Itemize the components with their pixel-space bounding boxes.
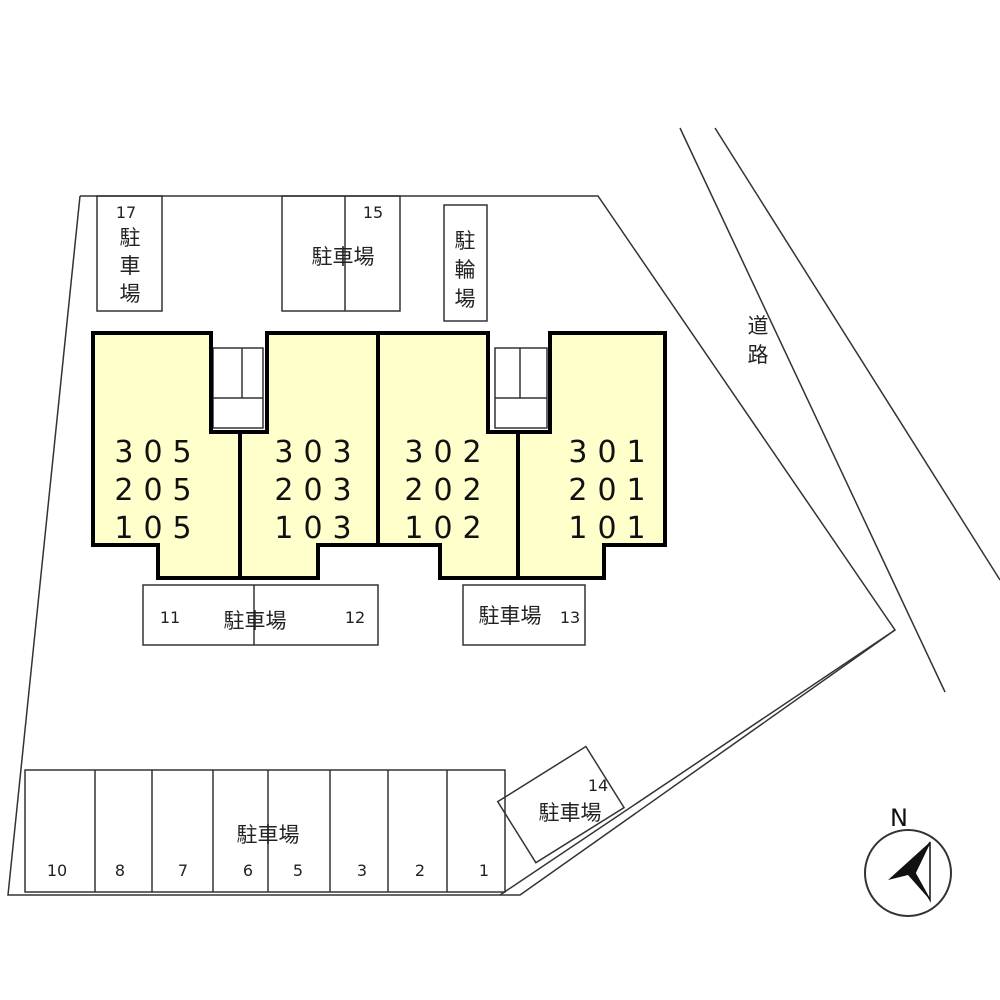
parking-14-box [496,745,626,864]
bicycle-parking [443,204,488,322]
unit-label: 303 [274,435,361,470]
parking-15 [281,195,401,312]
parking-17-number: 17 [116,203,136,222]
unit-label: 105 [114,511,201,546]
parking-bottom-number: 10 [47,861,67,880]
road-char-1: 道 [748,314,769,338]
parking-13-number: 13 [560,608,580,627]
building-305-units: 305 205 105 [114,435,201,546]
building-301 [516,331,667,580]
unit-label: 302 [404,435,491,470]
parking-14-number: 14 [588,776,608,795]
parking-11-number: 11 [160,608,180,627]
unit-label: 202 [404,473,491,508]
parking-17-char-3: 場 [120,282,141,306]
parking-17-char-2: 車 [120,254,141,278]
parking-13-label: 駐車場 [479,604,542,628]
unit-label: 103 [274,511,361,546]
unit-label: 102 [404,511,491,546]
north-compass: N [864,804,952,917]
unit-label: 301 [568,435,655,470]
parking-bottom-dividers [94,770,448,892]
unit-label: 203 [274,473,361,508]
parking-bottom-number: 2 [415,861,425,880]
bicycle-char-2: 輪 [455,258,476,282]
parking-15-label: 駐車場 [312,245,375,269]
road-edge-west [679,127,946,693]
parking-bottom-number: 5 [293,861,303,880]
unit-label: 101 [568,511,655,546]
parking-bottom-number: 6 [243,861,253,880]
parking-bottom-number: 8 [115,861,125,880]
parking-14-label: 駐車場 [539,801,602,825]
compass-north-label: N [890,804,908,832]
site-boundary [7,195,897,896]
building-302-units: 302 202 102 [404,435,491,546]
parking-17-char-1: 駐 [120,226,141,250]
building-301-units: 301 201 101 [568,435,655,546]
unit-label: 201 [568,473,655,508]
unit-label: 305 [114,435,201,470]
bicycle-char-3: 場 [455,287,476,311]
parking-bottom-label: 駐車場 [237,823,300,847]
road-edge-east [714,127,1000,581]
stairwell-left [212,347,264,429]
unit-label: 205 [114,473,201,508]
parking-17 [96,195,163,312]
site-boundary-south [499,629,896,896]
bicycle-char-1: 駐 [455,229,476,253]
compass-arrow-icon [888,842,930,900]
parking-11-12-label: 駐車場 [224,609,287,633]
parking-bottom-number: 7 [178,861,188,880]
parking-bottom-numbers: 10 8 7 6 5 3 2 1 [47,861,489,880]
building-303-units: 303 203 103 [274,435,361,546]
parking-14 [496,745,626,864]
parking-bottom-number: 1 [479,861,489,880]
parking-11-12 [142,584,379,646]
parking-13 [462,584,586,646]
compass-arrow-half [914,841,931,903]
road-char-2: 路 [748,343,769,367]
stairwell-right [494,347,548,429]
parking-15-number: 15 [363,203,383,222]
parking-12-number: 12 [345,608,365,627]
parking-bottom-row [24,769,506,893]
parking-bottom-number: 3 [357,861,367,880]
